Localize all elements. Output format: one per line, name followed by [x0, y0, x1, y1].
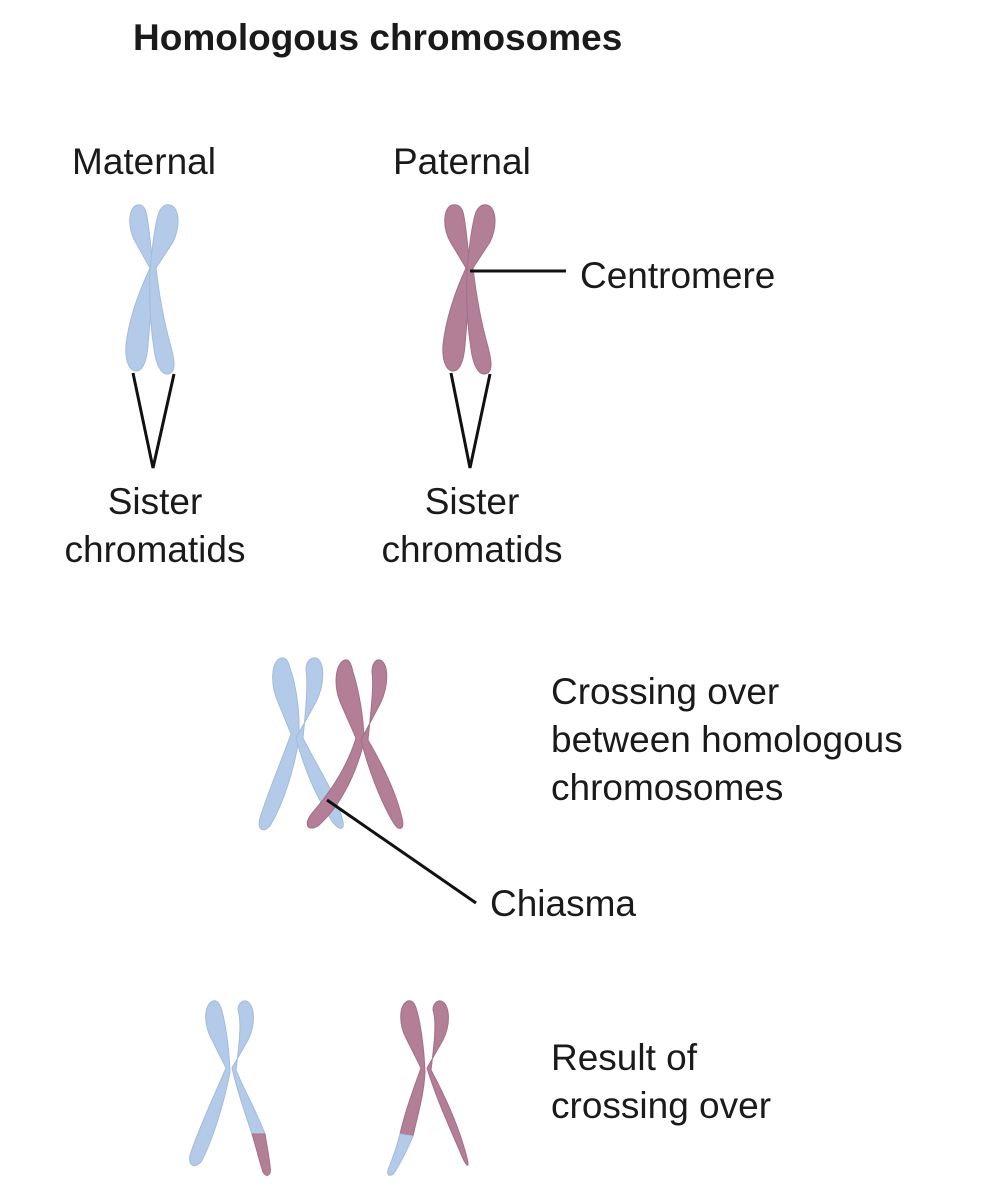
result-paternal-chromatid-left-upper — [399, 1000, 426, 1137]
crossing-maternal-chromatid-a — [258, 657, 300, 831]
paternal-chromatid-left — [442, 204, 471, 372]
label-line: Sister — [424, 481, 520, 522]
crossing-paternal-chromatid-b — [360, 659, 404, 829]
sister-chromatids-maternal-label: Sister chromatids — [40, 478, 270, 574]
maternal-label: Maternal — [72, 141, 216, 182]
crossing-paternal-chromatid-a — [306, 659, 365, 829]
label-line: chromatids — [381, 529, 563, 570]
label-line: crossing over — [551, 1085, 772, 1126]
crossing-over-label: Crossing over between homologous chromos… — [551, 668, 903, 812]
label-line: chromatids — [64, 529, 246, 570]
label-line: Crossing over — [551, 671, 780, 712]
result-paternal-chromatid-right — [426, 1000, 469, 1166]
maternal-chromosome — [125, 204, 179, 375]
result-maternal-chromatid-right-tip — [251, 1133, 271, 1176]
paternal-sister-chromatids-pointer — [449, 372, 492, 469]
result-maternal-chromatid-right-upper — [231, 1000, 266, 1135]
result-paternal-chromatid-left-tip — [387, 1133, 414, 1176]
result-label: Result of crossing over — [551, 1034, 771, 1130]
paternal-label: Paternal — [393, 141, 531, 182]
label-line: chromosomes — [551, 767, 784, 808]
paternal-chromosome — [442, 204, 496, 375]
result-maternal-chromatid-left — [189, 1000, 231, 1167]
crossing-maternal-chromatid-b — [295, 657, 344, 829]
paternal-chromatid-right — [466, 204, 496, 375]
label-line: between homologous — [551, 719, 903, 760]
crossing-over-maternal — [258, 657, 344, 831]
label-line: Sister — [107, 481, 203, 522]
chiasma-pointer — [326, 798, 477, 905]
sister-chromatids-paternal-label: Sister chromatids — [357, 478, 587, 574]
result-paternal-chromosome — [387, 1000, 469, 1176]
diagram-title: Homologous chromosomes — [133, 17, 623, 58]
maternal-chromatid-right — [149, 204, 179, 375]
label-line: Result of — [551, 1037, 698, 1078]
maternal-chromatid-left — [125, 204, 154, 372]
chiasma-label: Chiasma — [490, 883, 636, 924]
maternal-sister-chromatids-pointer — [131, 372, 176, 469]
result-maternal-chromosome — [189, 1000, 271, 1176]
centromere-label: Centromere — [580, 255, 776, 296]
crossing-over-paternal — [306, 659, 404, 829]
